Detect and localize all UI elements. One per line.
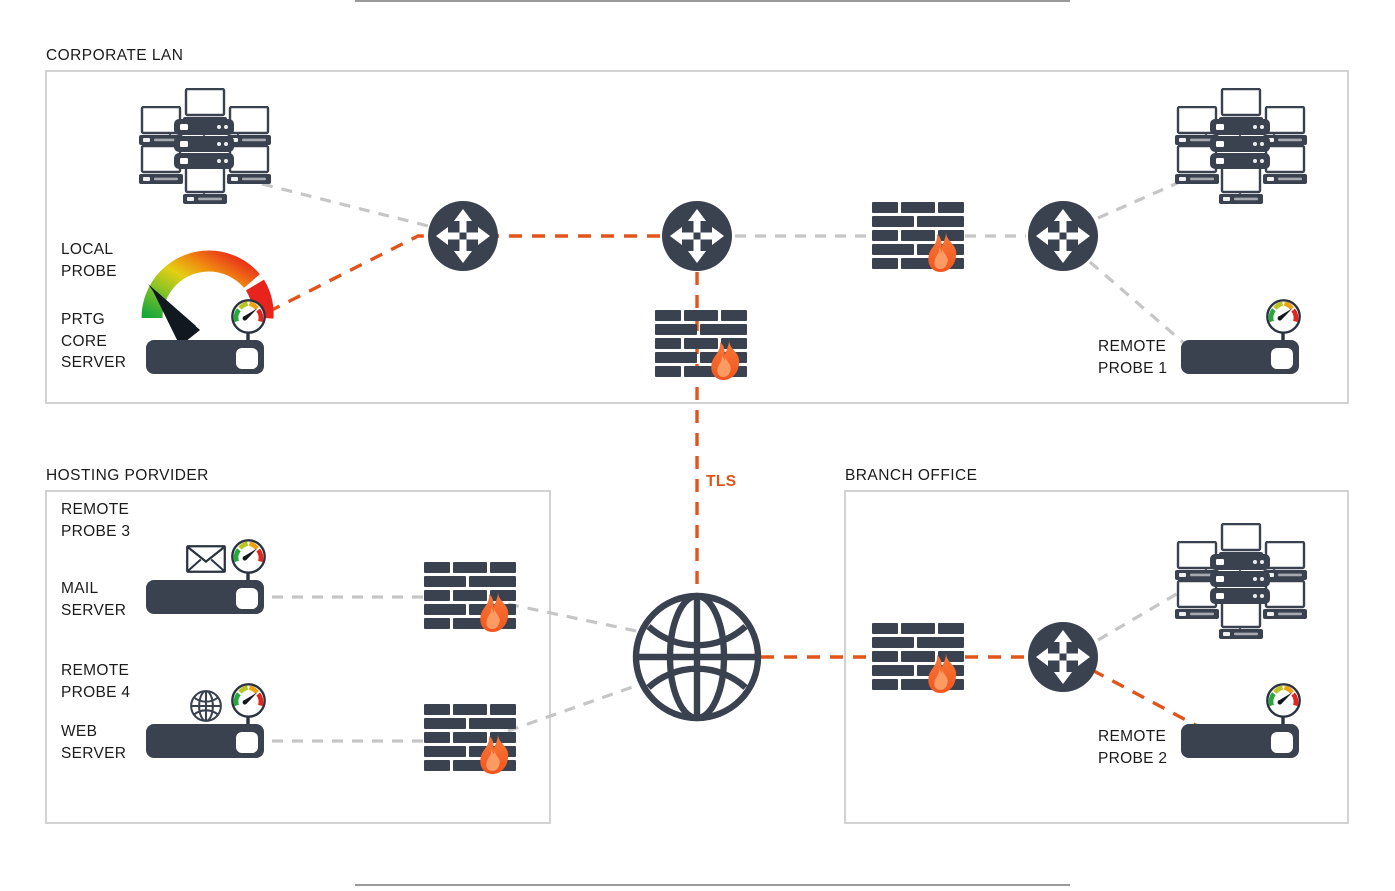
gauge-icon <box>141 250 274 346</box>
firewall-icon <box>872 202 964 272</box>
server-led <box>1271 348 1293 369</box>
server-icon <box>1210 554 1270 570</box>
router-icon <box>428 201 498 271</box>
label-remote-probe-3: REMOTE PROBE 3 <box>61 501 131 540</box>
label-mail-server: MAIL SERVER <box>61 580 127 619</box>
firewall-icon <box>424 562 516 632</box>
zone-boxes <box>45 70 1349 824</box>
label-remote-probe-2: REMOTE PROBE 2 <box>1098 728 1168 767</box>
envelope-icon <box>186 545 226 573</box>
lan-cluster-remote1 <box>1175 88 1307 205</box>
server-icon <box>146 724 264 758</box>
server-web <box>146 684 265 758</box>
workstation-icon <box>1219 165 1263 205</box>
zone-box-hosting-provider <box>45 490 551 824</box>
server-led <box>236 732 258 753</box>
server-led <box>1271 732 1293 753</box>
zone-box-corporate-lan <box>45 70 1349 404</box>
zone-label-branch-office: BRANCH OFFICE <box>845 467 978 484</box>
router-icon <box>662 201 732 271</box>
server-icon <box>146 580 264 614</box>
workstation-icon <box>183 165 227 205</box>
server-led <box>236 348 258 369</box>
server-icon <box>1210 571 1270 587</box>
gauge-icon <box>232 684 264 716</box>
server-icon <box>1210 153 1270 169</box>
edge-rules <box>355 0 1070 886</box>
gauge-icon <box>232 540 264 572</box>
server-icon <box>1210 136 1270 152</box>
link-prtg-to-router-core <box>267 234 463 314</box>
link-router-remote1-to-probe1 <box>1088 260 1187 346</box>
server-icon <box>174 119 234 135</box>
link-fw-web-to-globe <box>507 682 642 733</box>
server-icon <box>1210 119 1270 135</box>
label-web-server: WEB SERVER <box>61 723 127 762</box>
label-remote-probe-1: REMOTE PROBE 1 <box>1098 338 1168 377</box>
server-icon <box>1210 588 1270 604</box>
server-icon <box>146 340 264 374</box>
globe-icon <box>636 596 758 718</box>
server-icon <box>1181 724 1299 758</box>
lan-cluster-branch <box>1175 523 1307 640</box>
workstation-icon <box>1219 600 1263 640</box>
gauge-icon <box>1267 684 1299 716</box>
router-icon <box>1028 622 1098 692</box>
server-remote-probe1 <box>1181 300 1300 374</box>
globe-icon <box>190 690 222 722</box>
lan-cluster-corporate <box>139 88 271 205</box>
server-icon <box>174 153 234 169</box>
server-icon <box>1181 340 1299 374</box>
router-icon <box>1028 201 1098 271</box>
server-icon <box>174 136 234 152</box>
server-prtg-core <box>141 250 274 374</box>
server-mail <box>146 540 265 614</box>
firewall-icon <box>872 623 964 693</box>
connection-label-tls: TLS <box>706 473 737 490</box>
link-fw-mail-to-globe <box>507 602 642 634</box>
zone-label-hosting-provider: HOSTING PORVIDER <box>46 467 209 484</box>
firewall-icon <box>655 310 747 380</box>
label-prtg-core-server: PRTG CORE SERVER <box>61 311 127 371</box>
zone-box-branch-office <box>844 490 1349 824</box>
link-lan-corp-to-router-core <box>261 182 453 234</box>
link-router-remote1-to-lan <box>1097 179 1183 220</box>
zone-label-corporate-lan: CORPORATE LAN <box>46 47 184 64</box>
server-led <box>236 588 258 609</box>
label-remote-probe-4: REMOTE PROBE 4 <box>61 662 131 701</box>
gauge-icon <box>232 300 264 332</box>
firewall-icon <box>424 704 516 774</box>
gauge-icon <box>1267 300 1299 332</box>
link-router-branch-to-lan <box>1097 590 1181 642</box>
server-remote-probe2 <box>1181 684 1300 758</box>
label-local-probe: LOCAL PROBE <box>61 241 117 280</box>
